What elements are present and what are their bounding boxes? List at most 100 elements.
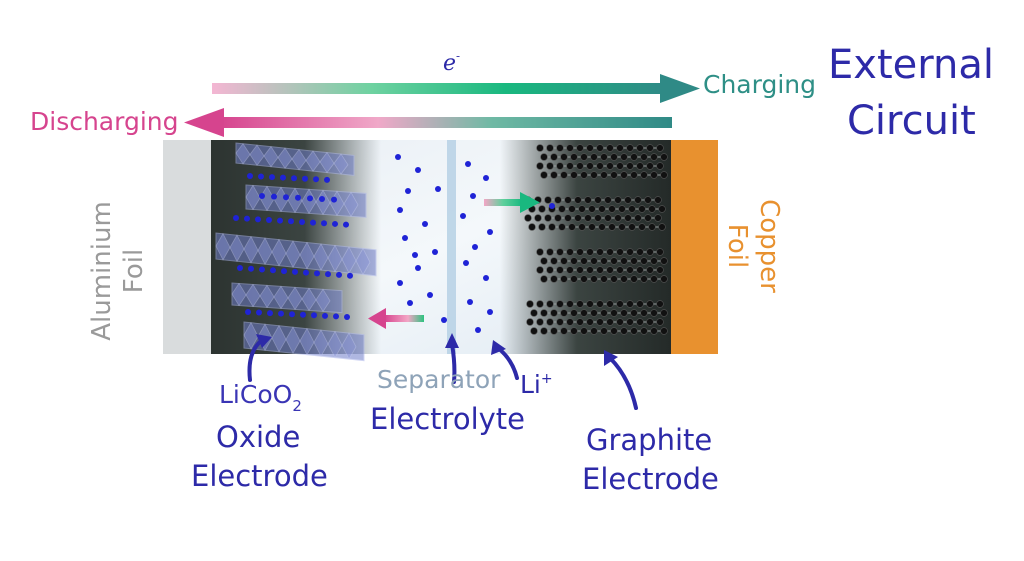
ion-arrow-discharge	[368, 308, 424, 329]
oxide-layer	[235, 142, 355, 176]
carbon-atom	[616, 300, 624, 308]
carbon-atom	[626, 248, 634, 256]
carbon-atom	[620, 257, 628, 265]
carbon-atom	[604, 196, 612, 204]
carbon-atom	[586, 300, 594, 308]
carbon-atom	[626, 318, 634, 326]
lithium-ion	[463, 260, 469, 266]
carbon-atom	[536, 248, 544, 256]
carbon-atom	[600, 153, 608, 161]
lithium-ion	[300, 311, 306, 318]
carbon-atom	[606, 248, 614, 256]
charging-arrow	[212, 74, 700, 103]
carbon-atom	[556, 144, 564, 152]
carbon-atom	[576, 162, 584, 170]
carbon-atom	[584, 196, 592, 204]
carbon-atom	[544, 214, 552, 222]
octahedron	[277, 147, 293, 169]
carbon-atom	[600, 275, 608, 283]
carbon-atom	[560, 257, 568, 265]
carbon-atom	[636, 162, 644, 170]
copper-foil-label: Copper Foil	[719, 196, 785, 296]
carbon-atom	[630, 327, 638, 335]
carbon-atom	[630, 257, 638, 265]
carbon-atom	[540, 171, 548, 179]
carbon-atom	[660, 153, 668, 161]
carbon-atom	[646, 266, 654, 274]
graphite-electrode-line1: Graphite	[586, 423, 713, 457]
carbon-atom	[586, 144, 594, 152]
lithium-ion	[295, 194, 301, 201]
carbon-atom	[560, 275, 568, 283]
lithium-ion	[303, 269, 309, 276]
carbon-atom	[616, 318, 624, 326]
carbon-atom	[626, 144, 634, 152]
octahedron	[285, 240, 301, 268]
carbon-atom	[654, 214, 662, 222]
carbon-atom	[660, 327, 668, 335]
carbon-atom	[566, 266, 574, 274]
carbon-atom	[528, 223, 536, 231]
carbon-atom	[576, 266, 584, 274]
carbon-atom	[536, 318, 544, 326]
octahedron	[313, 243, 329, 271]
carbon-atom	[638, 205, 646, 213]
octahedron	[355, 247, 371, 276]
carbon-atom	[590, 257, 598, 265]
aluminium-label-line2: Foil	[119, 248, 149, 294]
lithium-ion	[299, 218, 305, 225]
carbon-atom	[650, 327, 658, 335]
carbon-atom	[586, 266, 594, 274]
lithium-ion	[233, 215, 239, 221]
carbon-atom	[616, 248, 624, 256]
lithium-ion	[302, 175, 308, 182]
carbon-atom	[616, 266, 624, 274]
octahedron	[287, 286, 303, 311]
oxide-layer	[243, 321, 365, 362]
carbon-atom	[580, 153, 588, 161]
carbon-atom	[606, 162, 614, 170]
lithium-ion	[402, 235, 408, 241]
carbon-atom	[610, 327, 618, 335]
carbon-atom	[558, 223, 566, 231]
carbon-atom	[656, 162, 664, 170]
discharging-label: Discharging	[30, 107, 179, 136]
carbon-atom	[540, 309, 548, 317]
carbon-atom	[550, 309, 558, 317]
octahedron	[301, 287, 317, 312]
carbon-atom	[596, 162, 604, 170]
lithium-ion	[472, 244, 478, 250]
lithium-ion	[344, 313, 350, 320]
lithium-ion	[475, 327, 481, 333]
carbon-atom	[590, 275, 598, 283]
carbon-atom	[656, 300, 664, 308]
octahedron	[245, 283, 261, 308]
carbon-atom	[590, 309, 598, 317]
octahedron	[259, 284, 275, 309]
octahedron	[285, 326, 301, 355]
lithium-ion	[237, 265, 243, 271]
carbon-atom	[606, 266, 614, 274]
lithium-ion	[470, 193, 476, 199]
li-ion-label: Li+	[520, 372, 553, 397]
octahedron	[313, 329, 329, 357]
lithium-ion	[332, 220, 338, 227]
carbon-atom	[606, 144, 614, 152]
lithium-ion	[269, 174, 275, 181]
ion-arrow-charge	[484, 192, 540, 213]
carbon-atom	[544, 196, 552, 204]
lithium-ion	[441, 317, 447, 323]
octahedron	[229, 234, 245, 263]
lithium-ion	[244, 215, 250, 222]
carbon-atom	[606, 300, 614, 308]
lithium-ion	[314, 270, 320, 277]
carbon-atom	[554, 196, 562, 204]
carbon-atom	[568, 223, 576, 231]
carbon-atom	[540, 275, 548, 283]
carbon-atom	[524, 214, 532, 222]
carbon-atom	[536, 162, 544, 170]
lithium-ion	[322, 312, 328, 319]
lithium-ion	[397, 207, 403, 213]
carbon-atom	[546, 248, 554, 256]
carbon-atom	[540, 257, 548, 265]
